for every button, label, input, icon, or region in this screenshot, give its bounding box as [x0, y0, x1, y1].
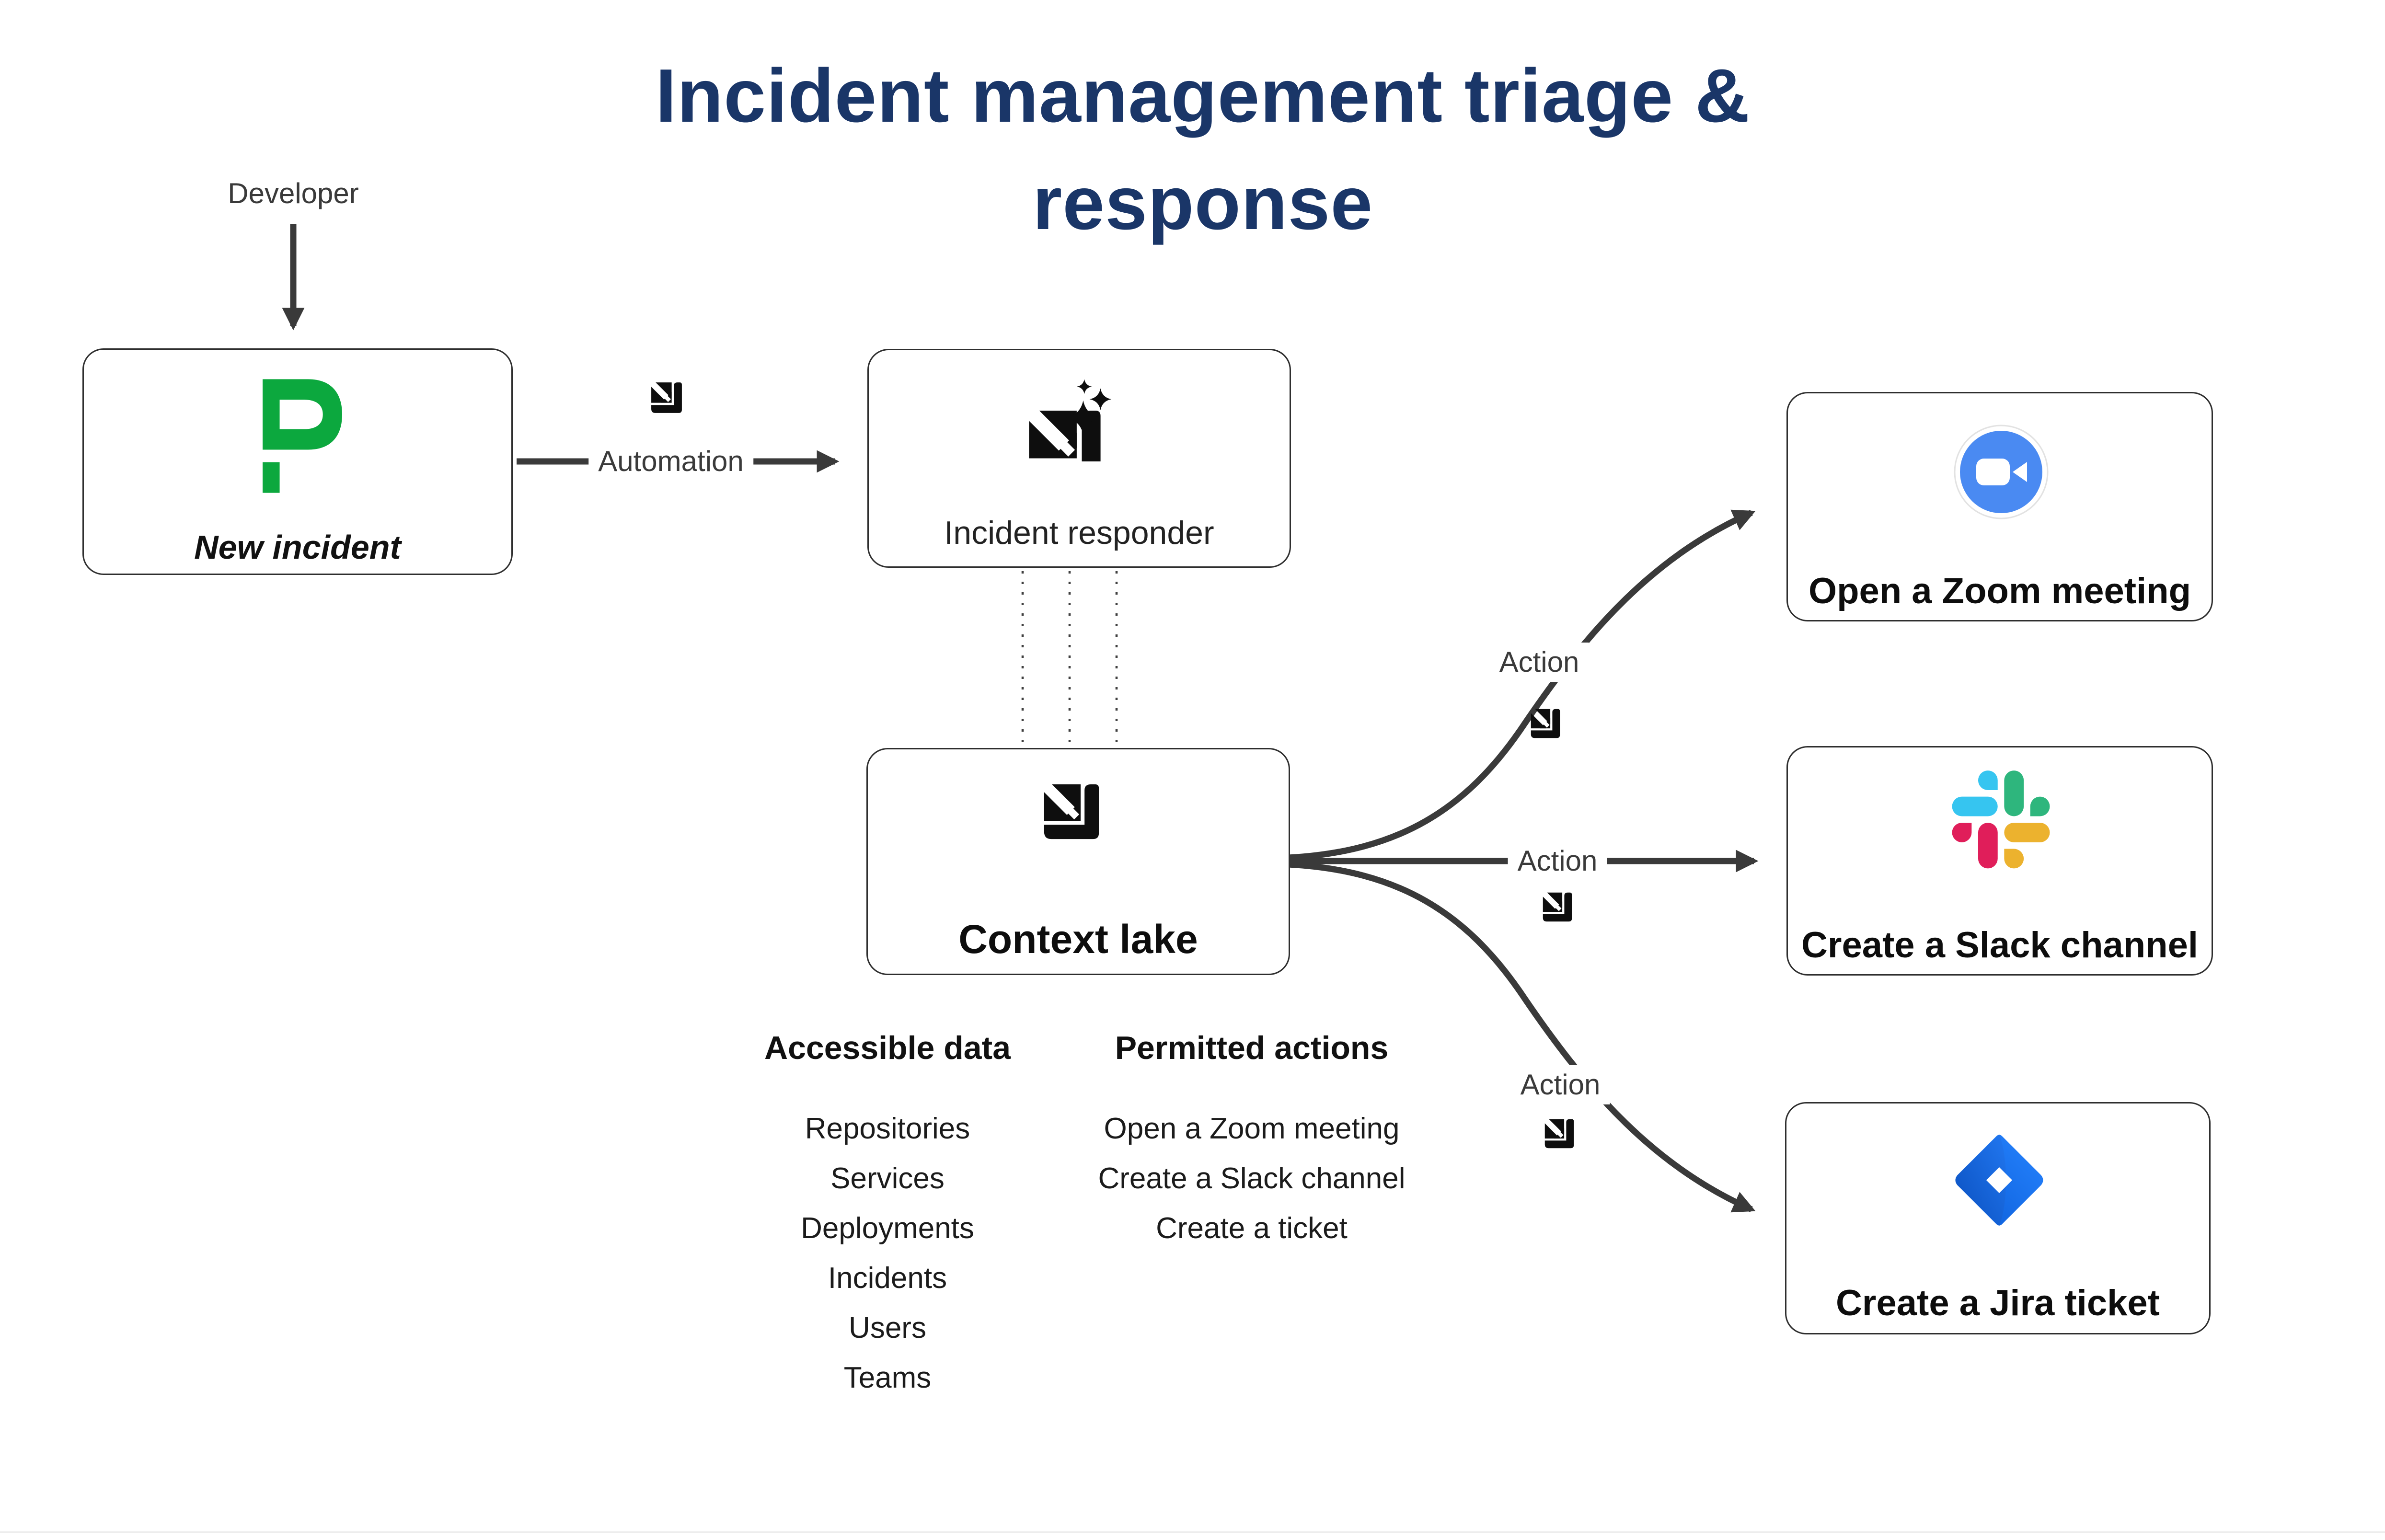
agent-arrow-icon	[1039, 779, 1104, 844]
permitted-actions-header: Permitted actions	[1115, 1030, 1389, 1066]
agent-sparkles-icon	[1013, 379, 1112, 461]
zoom-label: Open a Zoom meeting	[1808, 571, 2191, 611]
list-item: Incidents	[828, 1262, 947, 1295]
node-slack: Create a Slack channel	[1786, 746, 2213, 976]
accessible-data-header: Accessible data	[764, 1030, 1011, 1066]
permitted-actions-list: Permitted actions Open a Zoom meeting Cr…	[1012, 1029, 1491, 1253]
page-title: Incident management triage & response	[484, 42, 1922, 257]
pagerduty-p-icon	[263, 379, 342, 493]
action-agent-icon	[1528, 706, 1563, 741]
list-item: Services	[830, 1162, 945, 1195]
automation-label: Automation	[588, 442, 753, 481]
list-item: Teams	[843, 1361, 932, 1394]
action-label-slack: Action	[1508, 841, 1607, 881]
zoom-video-icon	[1954, 425, 2049, 519]
list-item: Create a Slack channel	[1098, 1162, 1406, 1195]
action-curve-jira	[1288, 861, 1756, 1213]
page-title-line1: Incident management triage &	[655, 54, 1751, 138]
node-zoom: Open a Zoom meeting	[1786, 392, 2213, 621]
list-item: Repositories	[805, 1112, 970, 1145]
node-incident-responder: Incident responder	[867, 349, 1291, 568]
action-label-jira: Action	[1510, 1065, 1610, 1104]
page-title-line2: response	[1032, 161, 1373, 246]
incident-responder-label: Incident responder	[944, 515, 1214, 551]
developer-label: Developer	[218, 174, 369, 213]
accessible-data-list: Accessible data Repositories Services De…	[696, 1029, 1079, 1403]
automation-agent-icon	[648, 379, 685, 416]
node-jira: Create a Jira ticket	[1785, 1102, 2211, 1334]
action-agent-icon	[1540, 890, 1575, 924]
list-item: Create a ticket	[1156, 1212, 1348, 1245]
slack-icon	[1952, 770, 2050, 869]
action-curve-zoom	[1288, 509, 1756, 861]
action-label-zoom: Action	[1489, 643, 1589, 682]
jira-icon	[1955, 1134, 2043, 1226]
jira-label: Create a Jira ticket	[1836, 1283, 2160, 1323]
action-agent-icon	[1542, 1116, 1577, 1151]
node-context-lake: Context lake	[866, 748, 1290, 975]
context-lake-label: Context lake	[958, 917, 1198, 962]
list-item: Users	[849, 1311, 926, 1345]
slack-label: Create a Slack channel	[1801, 925, 2198, 965]
new-incident-label: New incident	[194, 529, 401, 566]
list-item: Open a Zoom meeting	[1104, 1112, 1400, 1145]
node-new-incident: New incident	[82, 348, 513, 575]
canvas-bottom-edge	[0, 1531, 2385, 1533]
list-item: Deployments	[801, 1212, 974, 1245]
